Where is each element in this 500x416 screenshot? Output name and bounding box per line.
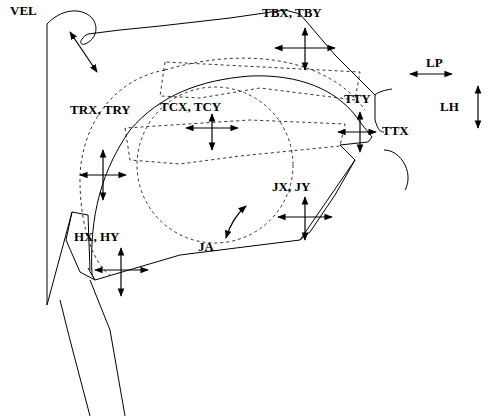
parameter-label: TTX (382, 124, 409, 138)
parameter-label: TBX, TBY (262, 6, 322, 20)
parameter-label: TCX, TCY (160, 100, 221, 114)
parameter-label: TTY (344, 92, 371, 106)
parameter-label: LP (426, 56, 443, 70)
parameter-label: TRX, TRY (70, 103, 131, 117)
parameter-label: LH (440, 100, 459, 114)
parameter-label: JA (198, 240, 214, 254)
parameter-label: JX, JY (272, 180, 310, 194)
parameter-label: HX, HY (74, 230, 120, 244)
parameter-label: VEL (10, 4, 37, 18)
